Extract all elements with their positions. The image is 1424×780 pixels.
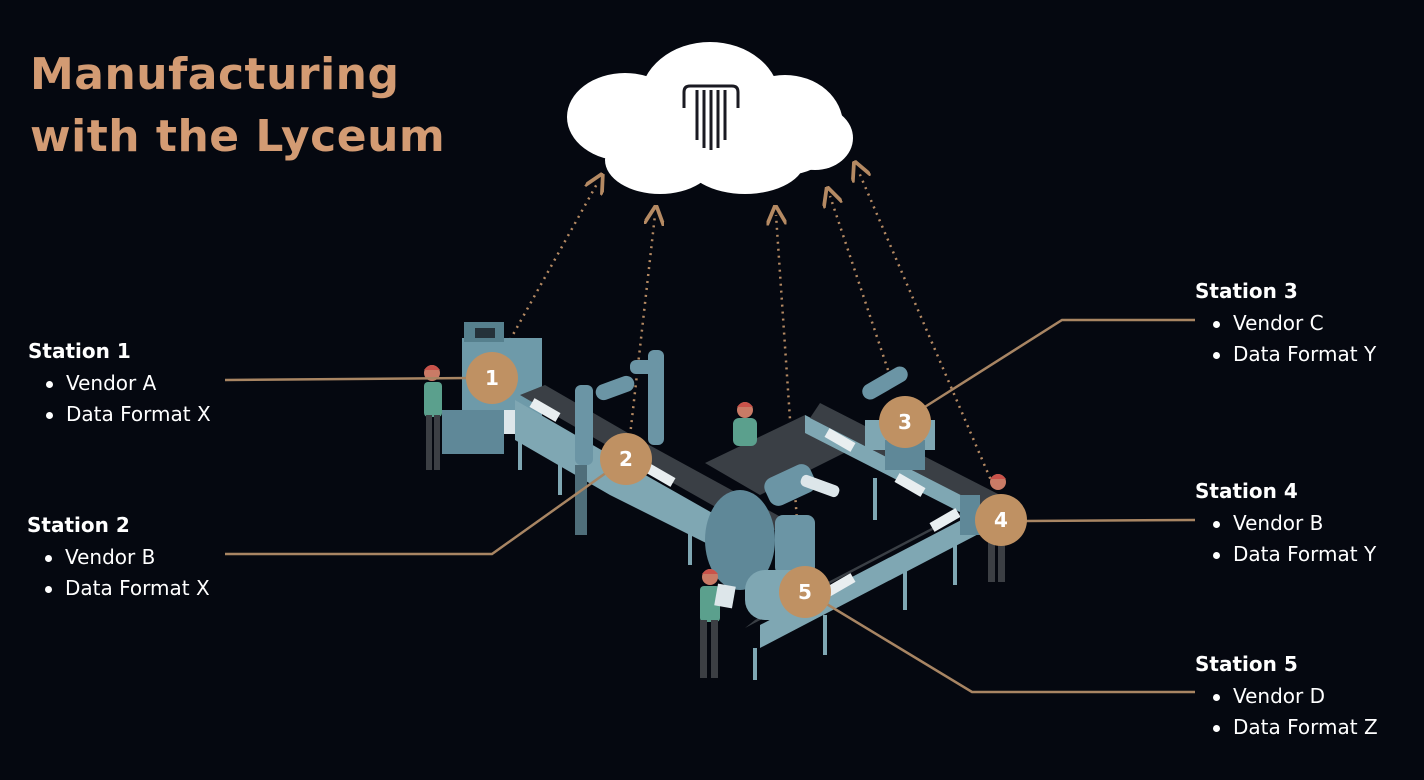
badge-station-1: 1 [466, 352, 518, 404]
station-2-vendor: Vendor B [45, 542, 210, 573]
page-title: Manufacturing with the Lyceum [30, 44, 445, 168]
connector-station-2 [225, 468, 611, 556]
station-5-vendor: Vendor D [1213, 681, 1378, 712]
connector-station-5 [819, 598, 1195, 694]
station-3-name: Station 3 [1195, 279, 1298, 303]
badge-number-2: 2 [619, 447, 633, 471]
badge-station-5: 5 [779, 566, 831, 618]
badge-number-4: 4 [994, 508, 1008, 532]
badge-number-5: 5 [798, 580, 812, 604]
station-4-label: Station 4 Vendor B Data Format Y [1195, 478, 1376, 570]
station-3-label: Station 3 Vendor C Data Format Y [1195, 278, 1376, 370]
station-badges: 1 2 3 4 5 [466, 352, 1027, 618]
title-line-2: with the Lyceum [30, 111, 446, 162]
connector-station-3 [919, 318, 1195, 412]
badge-station-3: 3 [879, 396, 931, 448]
station-3-vendor: Vendor C [1213, 308, 1376, 339]
lyceum-logo-icon [682, 84, 740, 150]
station-1-label: Station 1 Vendor A Data Format X [28, 338, 211, 430]
arrow-station-5 [776, 215, 802, 566]
worker-figures [424, 365, 1006, 678]
badge-station-2: 2 [600, 433, 652, 485]
arrow-station-1 [508, 182, 598, 341]
station-4-name: Station 4 [1195, 479, 1298, 503]
station-5-format: Data Format Z [1213, 712, 1378, 743]
cloud-shape [567, 42, 853, 194]
station-1-vendor: Vendor A [46, 368, 211, 399]
station-2-label: Station 2 Vendor B Data Format X [27, 512, 210, 604]
connector-station-1 [224, 376, 471, 382]
station-1-name: Station 1 [28, 339, 131, 363]
station-5-name: Station 5 [1195, 652, 1298, 676]
arrow-station-3 [830, 196, 890, 371]
connector-station-4 [1024, 518, 1196, 523]
data-flow-arrows [508, 170, 995, 566]
arrow-station-4 [858, 170, 995, 486]
station-2-format: Data Format X [45, 573, 210, 604]
badge-number-1: 1 [485, 366, 499, 390]
station-1-format: Data Format X [46, 399, 211, 430]
station-4-vendor: Vendor B [1213, 508, 1376, 539]
connector-lines [224, 318, 1196, 694]
station-2-name: Station 2 [27, 513, 130, 537]
title-line-1: Manufacturing [30, 49, 400, 100]
badge-station-4: 4 [975, 494, 1027, 546]
badge-number-3: 3 [898, 410, 912, 434]
station-3-format: Data Format Y [1213, 339, 1376, 370]
station-5-label: Station 5 Vendor D Data Format Z [1195, 651, 1378, 743]
station-4-format: Data Format Y [1213, 539, 1376, 570]
